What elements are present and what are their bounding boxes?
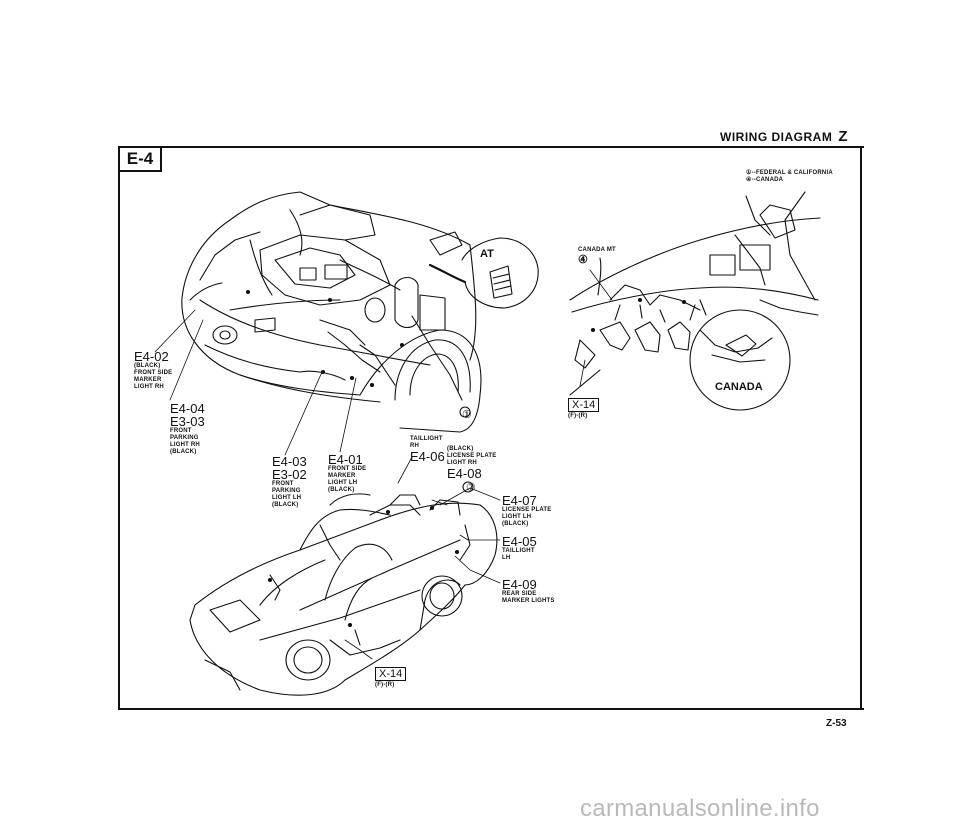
legend: ①--FEDERAL & CALIFORNIA ④--CANADA: [746, 170, 833, 184]
legend-line-1: ①--FEDERAL & CALIFORNIA: [746, 170, 833, 176]
connector-desc: LH: [502, 555, 511, 561]
connector-desc: MARKER: [328, 473, 356, 479]
connector-code: E4-07: [502, 493, 537, 508]
connector-e4-06-pre: TAILLIGHT RH: [410, 436, 443, 450]
connector-desc: (BLACK): [134, 363, 161, 369]
connector-e4-06-desc: (BLACK) LICENSE PLATE LIGHT RH E4-08: [447, 446, 497, 480]
connector-e4-03: E4-03 E3-02 FRONT PARKING LIGHT LH (BLAC…: [272, 455, 307, 509]
connector-desc: FRONT SIDE: [134, 370, 173, 376]
connector-code-2: E4-08: [447, 466, 482, 481]
connector-desc: (BLACK): [447, 446, 474, 452]
connector-desc: (BLACK): [170, 449, 197, 455]
connector-code: E4-05: [502, 534, 537, 549]
legend-line-2: ④--CANADA: [746, 177, 784, 183]
callout-at: AT: [480, 248, 494, 260]
at-callout-drawing: [428, 237, 539, 309]
connector-e4-07: E4-07 LICENSE PLATE LIGHT LH (BLACK): [502, 494, 552, 528]
ref-sub: (F)-(R): [568, 413, 588, 419]
bottom-car-drawing: [189, 481, 498, 696]
title-text: WIRING DIAGRAM: [720, 130, 833, 144]
connector-desc: (BLACK): [328, 487, 355, 493]
connector-code: E4-04: [170, 401, 205, 416]
dashboard-drawing: [569, 191, 821, 411]
diagram-frame: [118, 146, 864, 710]
page-title: WIRING DIAGRAM Z: [720, 128, 848, 145]
connector-desc: LICENSE PLATE: [447, 453, 497, 459]
connector-desc: LIGHT LH: [502, 514, 532, 520]
leader-lines: [154, 269, 613, 660]
connector-e4-04: E4-04 E3-03 FRONT PARKING LIGHT RH (BLAC…: [170, 402, 205, 456]
connector-pre: RH: [410, 443, 420, 449]
connector-desc: (BLACK): [272, 502, 299, 508]
connector-code: E4-03: [272, 454, 307, 469]
ref-code: X-14: [568, 398, 600, 412]
connector-desc: FRONT: [170, 428, 192, 434]
canada-mt-label: CANADA MT: [578, 247, 616, 253]
canada-mt-number: ④: [578, 254, 589, 266]
callout-circle-7: ⑦: [466, 482, 476, 494]
page-id: E-4: [118, 146, 162, 172]
ref-code: X-14: [375, 667, 407, 681]
connector-e4-01: E4-01 FRONT SIDE MARKER LIGHT LH (BLACK): [328, 453, 366, 494]
ref-x14-body: X-14 (F)-(R): [375, 664, 407, 689]
engine-bay-drawing: [181, 191, 482, 433]
page-number: Z-53: [826, 718, 847, 729]
connector-desc: LIGHT RH: [447, 460, 477, 466]
connector-desc: LIGHT LH: [272, 495, 302, 501]
callout-circle-1: ①: [462, 409, 472, 421]
connector-desc: LICENSE PLATE: [502, 507, 552, 513]
connector-code: E4-02: [134, 349, 169, 364]
connector-code: E4-09: [502, 577, 537, 592]
connector-e4-02: E4-02 (BLACK) FRONT SIDE MARKER LIGHT RH: [134, 350, 172, 391]
ref-sub: (F)-(R): [375, 682, 395, 688]
connector-desc: FRONT: [272, 481, 294, 487]
callout-canada: CANADA: [713, 381, 765, 393]
connector-desc: LIGHT LH: [328, 480, 358, 486]
connector-desc: (BLACK): [502, 521, 529, 527]
callout-canada-mt: CANADA MT ④: [578, 247, 616, 266]
connector-desc: PARKING: [272, 488, 301, 494]
connector-e4-09: E4-09 REAR SIDE MARKER LIGHTS: [502, 578, 555, 605]
connector-e4-06: E4-06: [410, 449, 445, 464]
connector-desc: MARKER: [134, 377, 162, 383]
connector-code-2: E3-03: [170, 414, 205, 429]
connector-desc: LIGHT RH: [170, 442, 200, 448]
connector-code-2: E3-02: [272, 467, 307, 482]
connector-desc: LIGHT RH: [134, 384, 164, 390]
footer-watermark: carmanualsonline.info: [580, 795, 820, 822]
connector-desc: TAILLIGHT: [502, 548, 535, 554]
connector-desc: REAR SIDE: [502, 591, 537, 597]
connector-desc: MARKER LIGHTS: [502, 598, 555, 604]
ref-x14-dashboard: X-14 (F)-(R): [568, 395, 600, 420]
diagram-frame-right: [860, 146, 862, 708]
connector-e4-05: E4-05 TAILLIGHT LH: [502, 535, 537, 562]
connector-desc: PARKING: [170, 435, 199, 441]
title-letter: Z: [838, 128, 848, 145]
connector-code: E4-01: [328, 452, 363, 467]
connector-pre: TAILLIGHT: [410, 436, 443, 442]
connector-desc: FRONT SIDE: [328, 466, 367, 472]
